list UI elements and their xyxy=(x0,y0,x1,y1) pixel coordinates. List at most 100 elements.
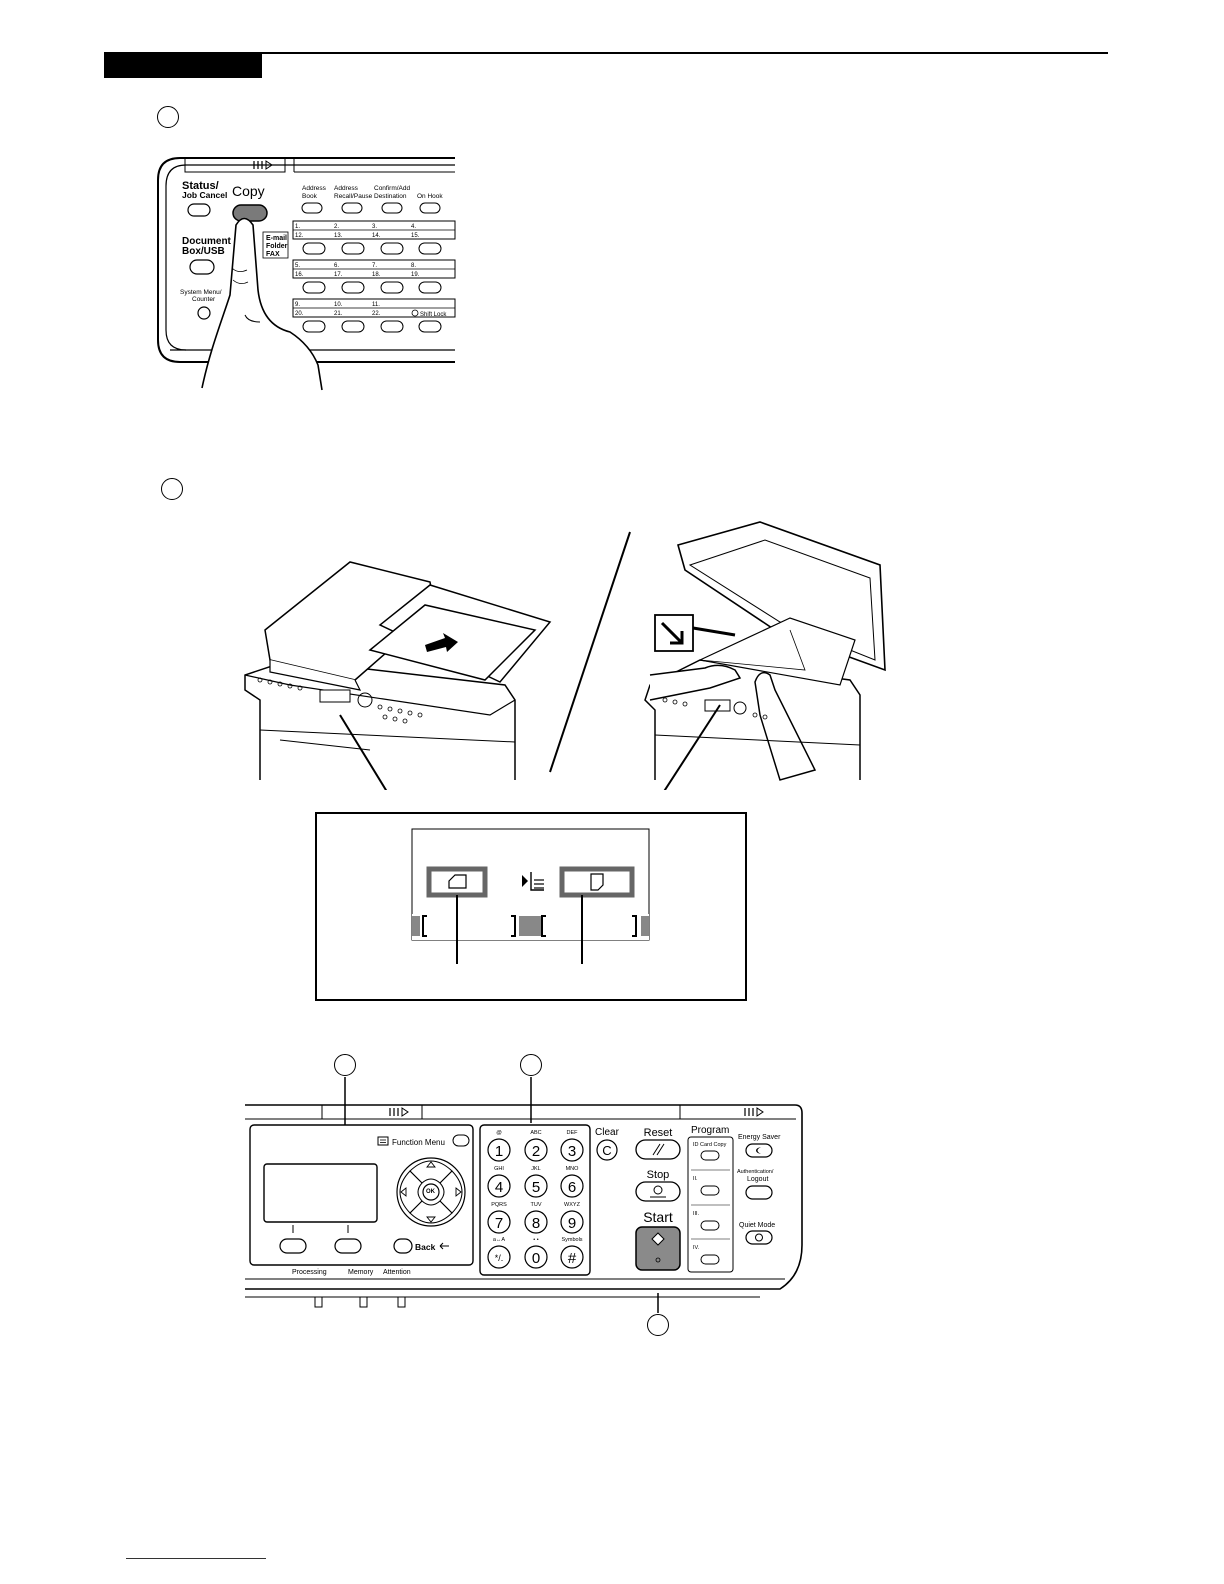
program-label: Program xyxy=(691,1125,729,1136)
callout-marker-keypad xyxy=(520,1054,542,1076)
document-box-label-line2: Box/USB xyxy=(182,246,225,257)
quiet-mode-button[interactable] xyxy=(745,1230,773,1245)
key-digit: 3 xyxy=(568,1143,576,1160)
key-0[interactable] xyxy=(524,1245,548,1269)
key-letters: PQRS xyxy=(491,1202,507,1208)
one-touch-key[interactable] xyxy=(341,281,365,294)
key-letters: • • xyxy=(533,1237,538,1243)
system-menu-label-line1: System Menu/ xyxy=(180,289,222,296)
one-touch-label: 19. xyxy=(411,272,420,278)
start-button[interactable] xyxy=(635,1226,681,1271)
key-5[interactable] xyxy=(524,1174,548,1198)
one-touch-label: 4. xyxy=(411,224,416,230)
key-3[interactable] xyxy=(560,1138,584,1162)
on-hook-button[interactable] xyxy=(419,202,441,214)
one-touch-key[interactable] xyxy=(380,242,404,255)
program-key-2[interactable] xyxy=(700,1185,720,1196)
key-digit: 7 xyxy=(495,1215,503,1232)
status-job-cancel-button[interactable] xyxy=(187,203,211,217)
system-menu-button[interactable] xyxy=(197,306,211,320)
one-touch-label: 12. xyxy=(295,233,304,239)
reset-icon xyxy=(652,1143,665,1156)
one-touch-key[interactable] xyxy=(418,281,442,294)
energy-saver-label: Energy Saver xyxy=(738,1134,781,1141)
shift-lock-key[interactable] xyxy=(418,320,442,333)
function-menu-button[interactable] xyxy=(452,1134,470,1147)
key-1[interactable] xyxy=(487,1138,511,1162)
screen-callout-box xyxy=(315,812,747,1001)
clear-button[interactable] xyxy=(596,1139,618,1161)
one-touch-key[interactable] xyxy=(302,320,326,333)
one-touch-key[interactable] xyxy=(302,281,326,294)
up-arrow-icon xyxy=(426,1161,436,1168)
one-touch-key[interactable] xyxy=(341,320,365,333)
program-key-label: ID Card Copy xyxy=(693,1142,727,1148)
one-touch-key[interactable] xyxy=(302,242,326,255)
copy-button[interactable] xyxy=(232,204,268,222)
address-recall-button[interactable] xyxy=(341,202,363,214)
start-indicator-icon xyxy=(655,1257,661,1263)
address-book-button[interactable] xyxy=(301,202,323,214)
paper-size-box xyxy=(559,866,635,898)
slide-marker-icon xyxy=(744,1107,764,1117)
right-select-button[interactable] xyxy=(334,1238,362,1254)
left-arrow-icon xyxy=(400,1187,407,1197)
divider-line xyxy=(549,531,631,773)
key-hash[interactable] xyxy=(560,1245,584,1269)
auth-label-line1: Authentication/ xyxy=(737,1169,774,1175)
one-touch-key[interactable] xyxy=(380,281,404,294)
back-button[interactable] xyxy=(393,1238,413,1254)
display-section xyxy=(249,1124,474,1266)
arrow-keys: OK xyxy=(396,1157,466,1227)
program-key-1[interactable] xyxy=(700,1150,720,1161)
one-touch-label: 6. xyxy=(334,263,339,269)
key-letters: JKL xyxy=(531,1166,540,1172)
logout-button[interactable] xyxy=(745,1185,773,1200)
one-touch-label: 14. xyxy=(372,233,381,239)
left-select-button[interactable] xyxy=(279,1238,307,1254)
key-letters: ABC xyxy=(530,1130,541,1136)
ok-button[interactable] xyxy=(422,1183,440,1201)
program-key-3[interactable] xyxy=(700,1220,720,1231)
program-key-4[interactable] xyxy=(700,1254,720,1265)
key-2[interactable] xyxy=(524,1138,548,1162)
one-touch-label: 20. xyxy=(295,311,304,317)
processing-indicator-label: Processing xyxy=(292,1269,327,1276)
one-touch-key[interactable] xyxy=(341,242,365,255)
fax-tag: FAX xyxy=(266,251,280,258)
callout-marker-display xyxy=(334,1054,356,1076)
down-arrow-icon xyxy=(426,1216,436,1223)
auth-label-line2: Logout xyxy=(747,1176,768,1183)
down-arrow-key[interactable] xyxy=(409,1200,453,1224)
left-arrow-key[interactable] xyxy=(399,1170,423,1214)
function-menu-icon xyxy=(377,1136,389,1146)
confirm-add-label-1: Confirm/Add xyxy=(374,185,411,192)
key-9[interactable] xyxy=(560,1210,584,1234)
key-7[interactable] xyxy=(487,1210,511,1234)
confirm-add-button[interactable] xyxy=(381,202,403,214)
one-touch-label: 7. xyxy=(372,263,377,269)
one-touch-key[interactable] xyxy=(418,242,442,255)
key-digit: 5 xyxy=(532,1179,540,1196)
one-touch-row-1: 1. 2. 3. 4. 12. 13. 14. 15. xyxy=(292,220,456,255)
key-8[interactable] xyxy=(524,1210,548,1234)
copy-key-illustration: Status/ Job Cancel Copy Document Box/USB… xyxy=(157,157,456,391)
program-key-label: III. xyxy=(693,1211,700,1217)
right-arrow-key[interactable] xyxy=(439,1170,463,1214)
stop-button[interactable] xyxy=(635,1181,681,1202)
address-book-label-1: Address xyxy=(302,185,327,192)
energy-saver-button[interactable] xyxy=(745,1143,773,1158)
one-touch-key[interactable] xyxy=(380,320,404,333)
key-letters: DEF xyxy=(567,1130,579,1136)
key-6[interactable] xyxy=(560,1174,584,1198)
one-touch-label: 5. xyxy=(295,263,300,269)
reset-button[interactable] xyxy=(635,1139,681,1160)
document-box-button[interactable] xyxy=(189,259,215,275)
key-letters: Symbols xyxy=(561,1237,582,1243)
key-star[interactable] xyxy=(487,1245,511,1269)
hand-icon xyxy=(201,217,323,391)
clear-key-label: C xyxy=(602,1143,611,1158)
status-label-line1: Status/ xyxy=(182,180,219,192)
up-arrow-key[interactable] xyxy=(409,1160,453,1184)
key-4[interactable] xyxy=(487,1174,511,1198)
